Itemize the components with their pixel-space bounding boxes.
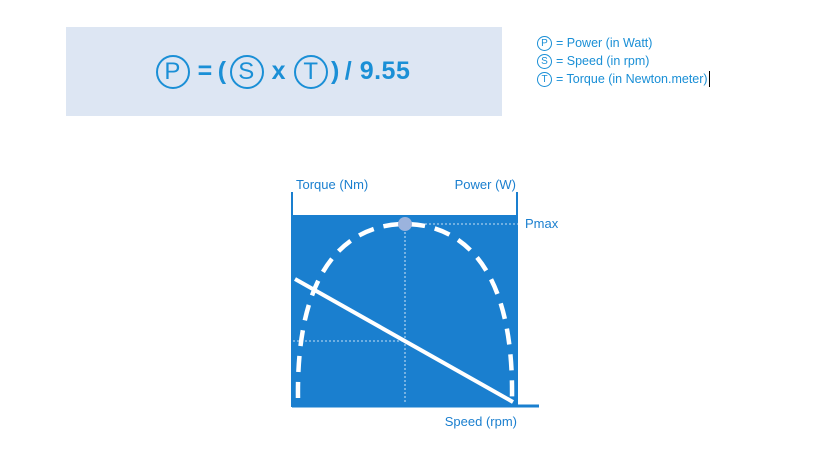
speed-axis-label: Speed (rpm): [445, 414, 517, 429]
legend-power-symbol: P: [537, 35, 552, 51]
equals-sign: =: [197, 57, 213, 85]
symbol-legend: P = Power (in Watt) S = Speed (in rpm) T…: [537, 34, 710, 88]
legend-speed-text: = Speed (in rpm): [556, 54, 650, 68]
plot-area: [293, 215, 517, 406]
close-paren: ): [330, 57, 340, 85]
pmax-point: [398, 217, 412, 231]
text-cursor: [708, 71, 710, 87]
times-sign: x: [271, 57, 286, 85]
power-formula: P = ( S x T ) / 9.55: [66, 27, 502, 116]
power-curve: [295, 221, 515, 399]
pmax-label: Pmax: [525, 216, 559, 231]
divide-constant: / 9.55: [344, 57, 411, 85]
legend-row-speed: S = Speed (in rpm): [537, 52, 710, 70]
legend-row-power: P = Power (in Watt): [537, 34, 710, 52]
legend-torque-text: = Torque (in Newton.meter): [556, 72, 708, 86]
torque-line: [294, 277, 514, 404]
power-axis-label: Power (W): [455, 177, 516, 192]
torque-axis-label: Torque (Nm): [296, 177, 368, 192]
legend-speed-symbol: S: [537, 53, 552, 69]
open-paren: (: [217, 57, 227, 85]
power-symbol: P: [155, 54, 190, 89]
speed-symbol: S: [229, 54, 264, 89]
torque-symbol: T: [293, 54, 328, 89]
legend-torque-symbol: T: [537, 71, 552, 87]
legend-power-text: = Power (in Watt): [556, 36, 653, 50]
formula-panel: P = ( S x T ) / 9.55: [66, 27, 502, 116]
legend-row-torque: T = Torque (in Newton.meter): [537, 70, 710, 88]
